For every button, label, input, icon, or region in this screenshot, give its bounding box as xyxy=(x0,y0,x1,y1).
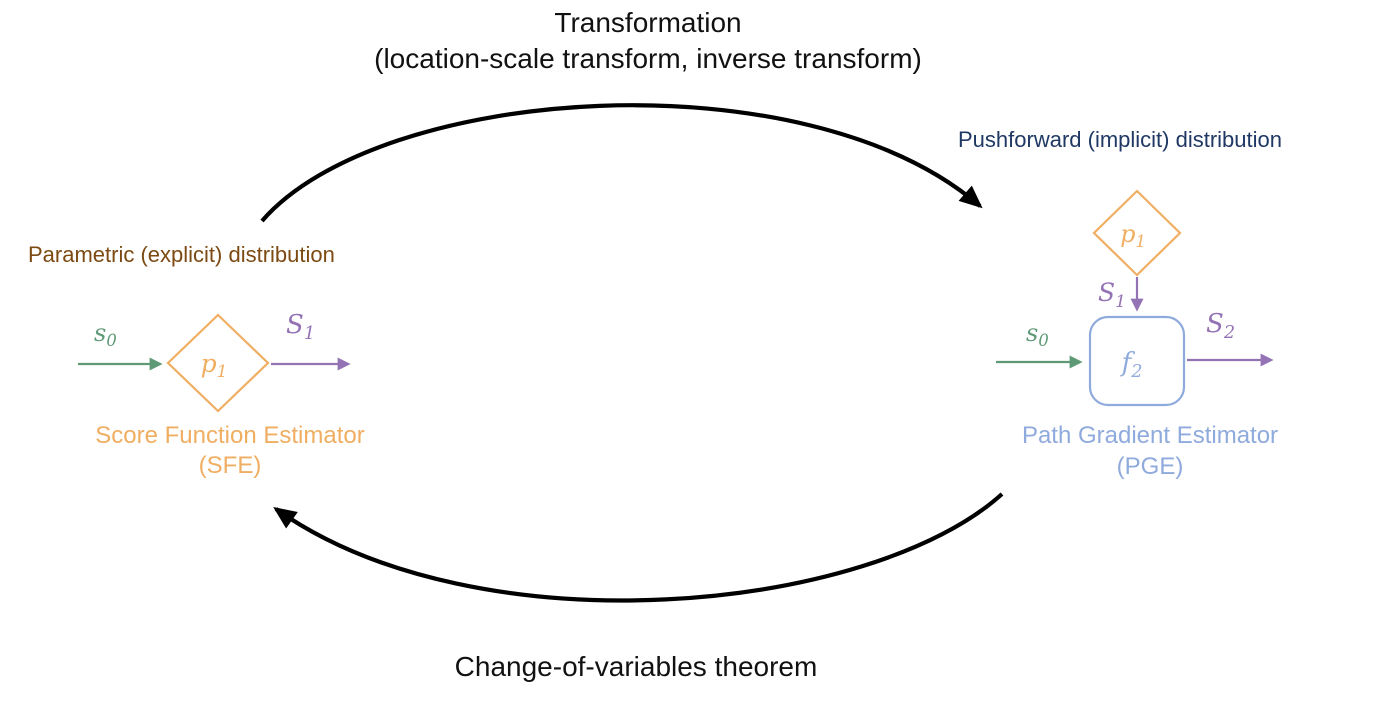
pge-inject-label: S1 xyxy=(1098,278,1126,312)
sfe-node-label: p1 xyxy=(201,349,228,382)
bottom-arrow-label: Change-of-variables theorem xyxy=(455,651,818,682)
pge-diamond-label: p1 xyxy=(1120,220,1146,251)
pge-title: Pushforward (implicit) distribution xyxy=(958,127,1282,152)
pge-caption-line1: Path Gradient Estimator xyxy=(1022,422,1278,449)
sfe-title: Parametric (explicit) distribution xyxy=(28,242,335,267)
sfe-input-label: s0 xyxy=(94,319,117,350)
sfe-caption-line1: Score Function Estimator xyxy=(95,422,364,449)
pge-input-label: s0 xyxy=(1026,319,1049,350)
pge-output-label: S2 xyxy=(1206,309,1235,343)
transformation-arrow xyxy=(260,103,983,223)
top-arrow-label-line2: (location-scale transform, inverse trans… xyxy=(374,43,922,74)
sfe-caption-line2: (SFE) xyxy=(199,452,262,479)
sfe-output-label: S1 xyxy=(286,310,315,344)
pge-diamond xyxy=(1092,189,1182,277)
change-of-variables-arrow xyxy=(273,492,1004,603)
top-arrow-label-line1: Transformation xyxy=(554,7,741,38)
pge-box xyxy=(1088,315,1186,407)
pge-caption-line2: (PGE) xyxy=(1117,453,1184,480)
sfe-diamond xyxy=(166,313,270,413)
